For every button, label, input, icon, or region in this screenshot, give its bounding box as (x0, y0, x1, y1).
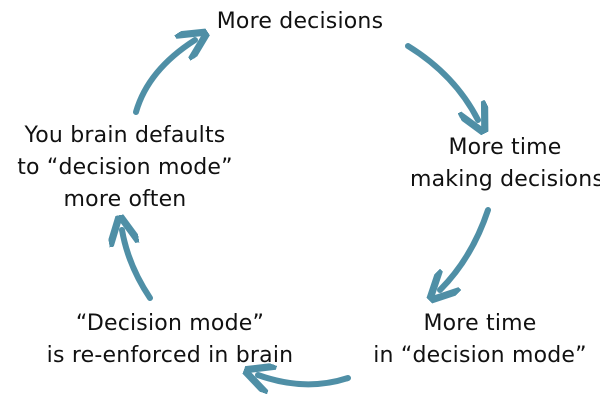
arrow-top-to-right (405, 43, 478, 120)
node-more-decisions: More decisions (200, 6, 400, 38)
arrow-right-to-bottom-right (440, 207, 491, 290)
arrow-bottom-left-to-left (122, 230, 153, 301)
node-line: You brain defaults (24, 123, 226, 148)
node-more-time-in-decision-mode: More time in “decision mode” (370, 308, 590, 372)
node-line: “Decision mode” (75, 311, 265, 336)
node-line: in “decision mode” (373, 343, 587, 368)
node-line: More time (448, 135, 562, 160)
node-line: More decisions (216, 9, 384, 34)
node-line: more often (63, 187, 187, 212)
arrow-bottom-right-to-bottom-left (258, 375, 351, 384)
node-decision-mode-reenforced: “Decision mode” is re-enforced in brain (20, 308, 320, 372)
node-line: making decisions (410, 167, 600, 192)
node-brain-defaults-to-decision-mode: You brain defaults to “decision mode” mo… (0, 120, 250, 216)
node-line: is re-enforced in brain (46, 343, 294, 368)
node-line: to “decision mode” (17, 155, 233, 180)
arrow-left-to-top (133, 40, 195, 115)
node-more-time-making-decisions: More time making decisions (410, 132, 600, 196)
node-line: More time (423, 311, 537, 336)
